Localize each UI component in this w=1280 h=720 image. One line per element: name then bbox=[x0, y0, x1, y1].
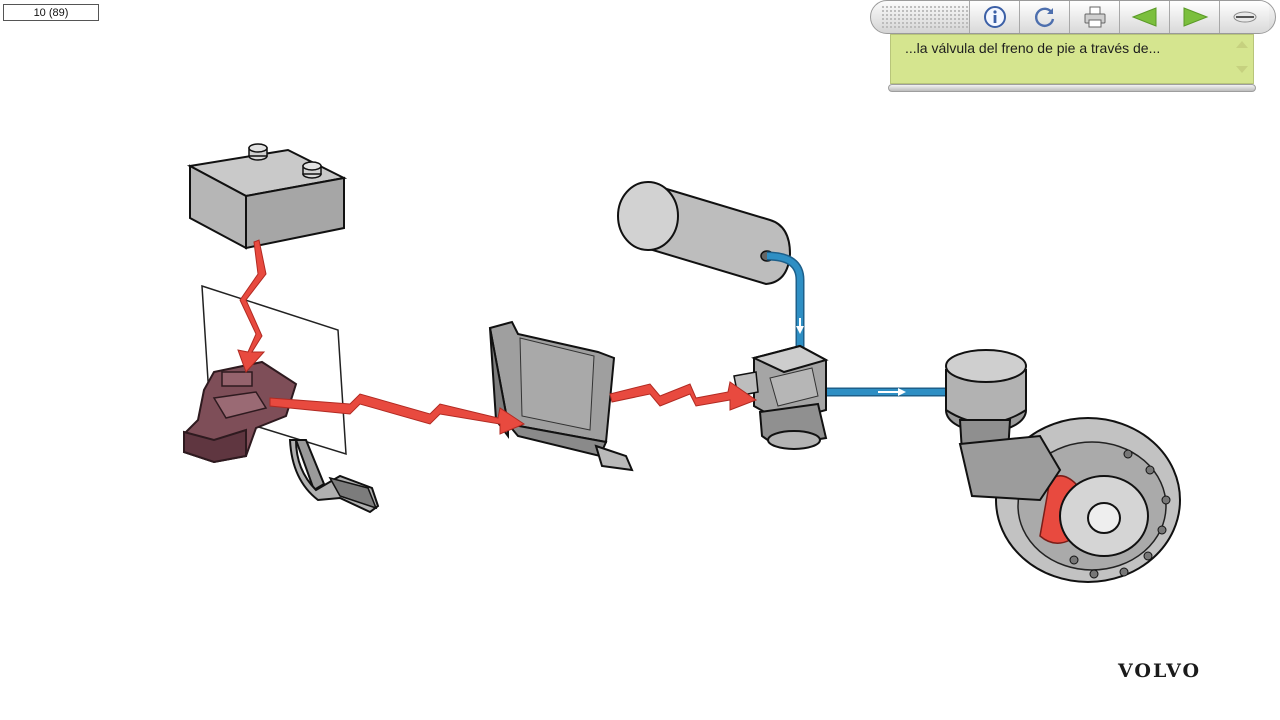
signal-ecu-to-valve bbox=[610, 382, 756, 410]
battery bbox=[190, 144, 344, 248]
air-reservoir bbox=[618, 182, 790, 284]
pedal-position-sensor bbox=[184, 362, 296, 462]
volvo-logo: VOLVO bbox=[1118, 660, 1201, 682]
disc-brake-assembly bbox=[946, 350, 1180, 582]
